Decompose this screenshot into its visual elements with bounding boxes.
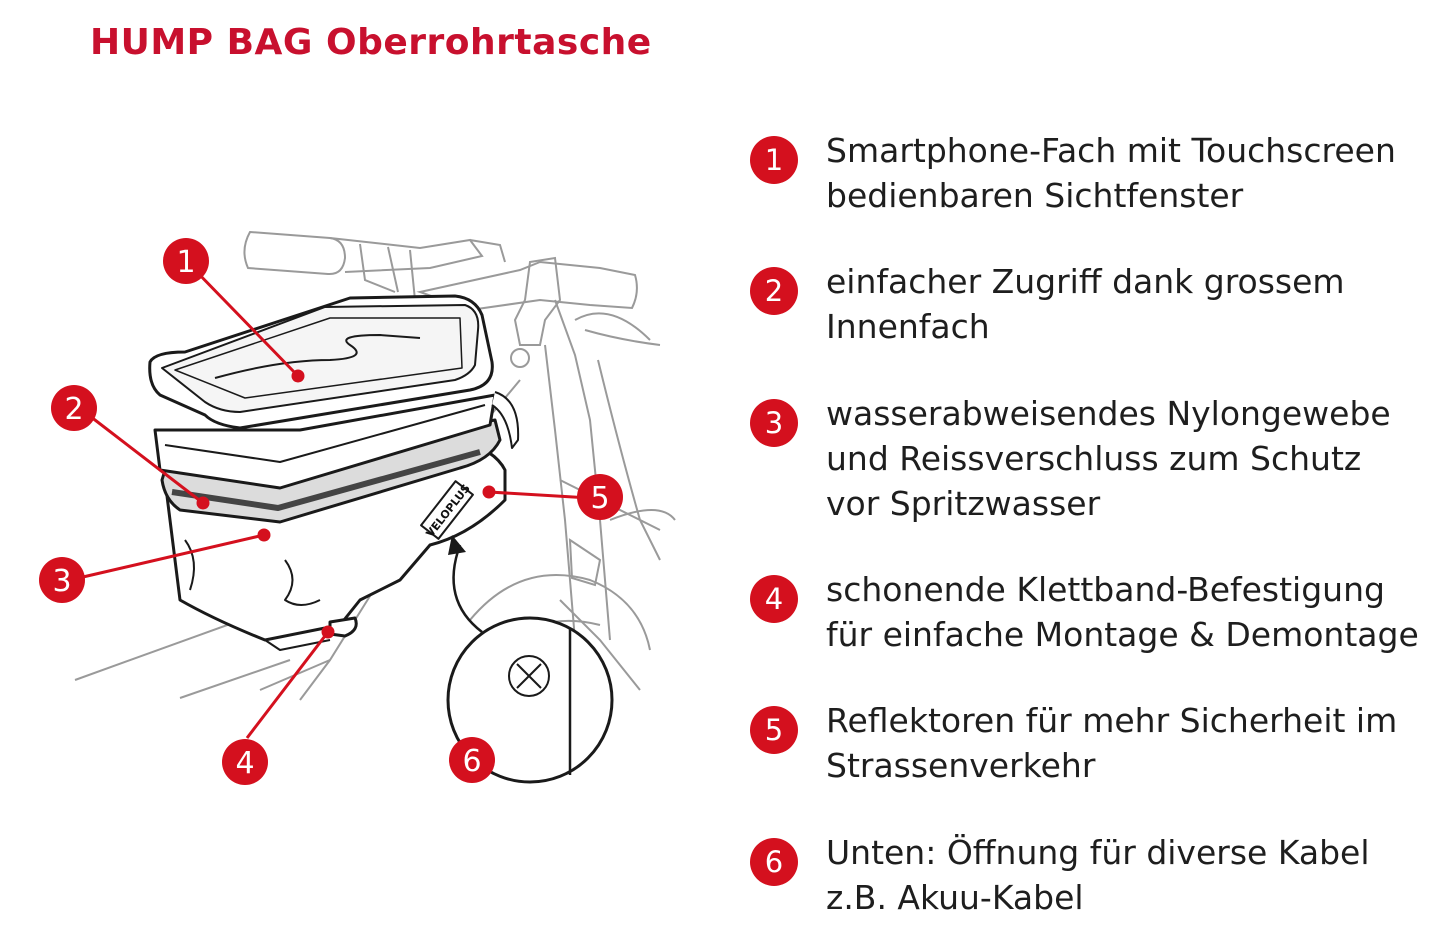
number-badge-4: 4: [750, 575, 798, 623]
feature-text-3: wasserabweisendes Nylongewebe und Reissv…: [826, 394, 1391, 523]
callout-5: 5: [577, 474, 623, 520]
svg-text:3: 3: [52, 564, 71, 599]
feature-text-2: einfacher Zugriff dank grossem Innenfach: [826, 262, 1345, 346]
page-title: HUMP BAG Oberrohrtasche: [90, 22, 652, 63]
number-badge-5: 5: [750, 706, 798, 754]
callout-3: 3: [39, 557, 85, 603]
feature-text-5: Reflektoren für mehr Sicherheit im Stras…: [826, 701, 1398, 785]
callout-badges: 1 2 3 4 5 6: [39, 238, 623, 785]
svg-text:6: 6: [462, 744, 481, 779]
number-badge-1: 1: [750, 136, 798, 184]
svg-text:4: 4: [235, 746, 254, 781]
cable-opening-inset: [446, 535, 614, 784]
number-badge-3: 3: [750, 399, 798, 447]
callout-4: 4: [222, 739, 268, 785]
feature-text-4: schonende Klettband-Befestigung für einf…: [826, 570, 1419, 654]
bag-illustration: VELOPLUS 1 2 3 4 5 6: [39, 230, 676, 785]
callout-6: 6: [449, 737, 495, 783]
feature-text-1: Smartphone-Fach mit Touchscreen bedienba…: [826, 131, 1396, 215]
callout-1: 1: [163, 238, 209, 284]
svg-text:5: 5: [590, 481, 609, 516]
feature-text-6: Unten: Öffnung für diverse Kabel z.B. Ak…: [826, 833, 1370, 917]
svg-text:2: 2: [64, 392, 83, 427]
svg-text:1: 1: [176, 245, 195, 280]
hump-bag: VELOPLUS: [148, 294, 520, 651]
callout-2: 2: [51, 385, 97, 431]
number-badge-2: 2: [750, 267, 798, 315]
callout-lines: [69, 266, 591, 739]
x-in-circle-icon: [508, 655, 550, 697]
number-badge-6: 6: [750, 838, 798, 886]
